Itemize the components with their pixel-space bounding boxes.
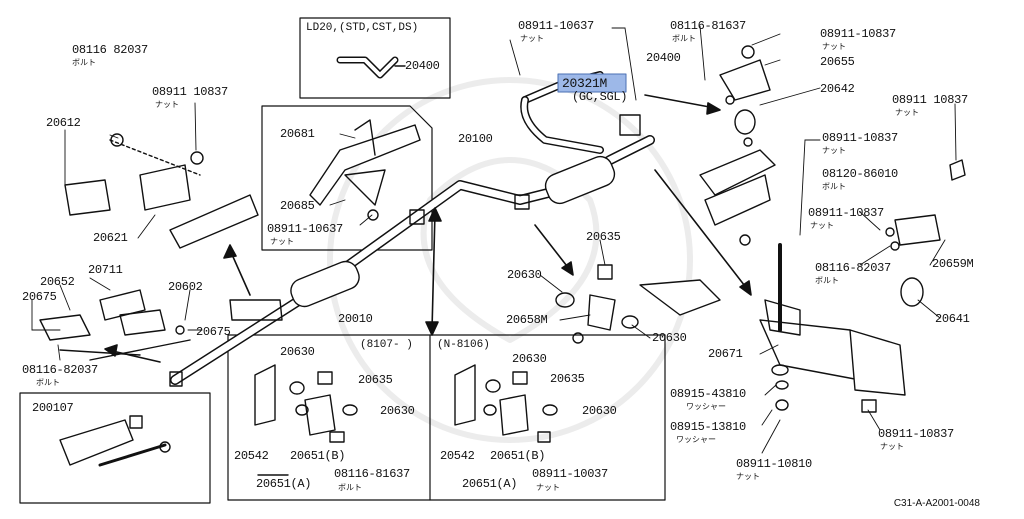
part-08911-10837-tl: 08911 10837 bbox=[152, 85, 228, 99]
sub-nut-r: ナット bbox=[822, 146, 846, 155]
inset-b-sub-nut: ナット bbox=[536, 483, 560, 492]
leader-lines bbox=[31, 25, 957, 454]
part-08116-82037-tl: 08116 82037 bbox=[72, 43, 148, 57]
part-20612: 20612 bbox=[46, 116, 81, 130]
part-08911-10837-br: 08911-10837 bbox=[878, 427, 954, 441]
part-20658m: 20658M bbox=[506, 313, 548, 327]
part-20621: 20621 bbox=[93, 231, 128, 245]
inset-b-parts bbox=[454, 364, 558, 443]
inset-a-sub-bolt: ボルト bbox=[338, 483, 362, 492]
part-20602: 20602 bbox=[168, 280, 203, 294]
part-20010: 20010 bbox=[338, 312, 373, 326]
sub-washer-2: ワッシャー bbox=[676, 435, 716, 444]
inset-a-20635: 20635 bbox=[358, 373, 393, 387]
part-08911-10837-tr: 08911-10837 bbox=[820, 27, 896, 41]
inset-b-20630-2: 20630 bbox=[582, 404, 617, 418]
part-08120-86010: 08120-86010 bbox=[822, 167, 898, 181]
inset-a-08116-81637: 08116-81637 bbox=[334, 467, 410, 481]
sub-bolt-tl: ボルト bbox=[72, 58, 96, 67]
part-20400-box: 20400 bbox=[405, 59, 440, 73]
inset-a-20651b: 20651(B) bbox=[290, 449, 346, 463]
main-pipe bbox=[169, 71, 655, 387]
sub-nut-tr: ナット bbox=[822, 42, 846, 51]
sub-washer-1: ワッシャー bbox=[686, 402, 726, 411]
part-20400: 20400 bbox=[646, 51, 681, 65]
part-20681: 20681 bbox=[280, 127, 315, 141]
sub-bolt-bl: ボルト bbox=[36, 378, 60, 387]
part-08911-10837-far: 08911 10837 bbox=[892, 93, 968, 107]
part-08116-82037-r: 08116-82037 bbox=[815, 261, 891, 275]
sub-bolt-t: ボルト bbox=[672, 34, 696, 43]
part-20711: 20711 bbox=[88, 263, 123, 277]
right-upper-hanger bbox=[699, 45, 966, 246]
inset-b-20542: 20542 bbox=[440, 449, 475, 463]
inset-a-20630-2: 20630 bbox=[380, 404, 415, 418]
part-20655: 20655 bbox=[820, 55, 855, 69]
part-08911-10837-r: 08911-10837 bbox=[822, 131, 898, 145]
center-hanger-detail bbox=[555, 264, 721, 344]
inset-a-parts bbox=[254, 364, 358, 476]
part-20671: 20671 bbox=[708, 347, 743, 361]
ld20-pipe bbox=[336, 56, 406, 79]
part-20642: 20642 bbox=[820, 82, 855, 96]
part-08911-10810: 08911-10810 bbox=[736, 457, 812, 471]
box-title-n8106: (N-8106) bbox=[437, 339, 490, 351]
part-20641: 20641 bbox=[935, 312, 970, 326]
part-gc-sgl: (GC,SGL) bbox=[572, 90, 628, 104]
arrows bbox=[104, 94, 752, 363]
inset-a-20630-1: 20630 bbox=[280, 345, 315, 359]
part-20652: 20652 bbox=[40, 275, 75, 289]
part-20675-l: 20675 bbox=[22, 290, 57, 304]
sub-nut-t: ナット bbox=[520, 34, 544, 43]
part-08116-81637-t: 08116-81637 bbox=[670, 19, 746, 33]
sub-nut-b: ナット bbox=[736, 472, 760, 481]
box-title-ld20: LD20,(STD,CST,DS) bbox=[306, 22, 419, 34]
box-title-200107: 200107 bbox=[32, 401, 74, 415]
inset-b-20635: 20635 bbox=[550, 372, 585, 386]
front-pipe-parts bbox=[39, 289, 283, 361]
diagram-code: C31-A-A2001-0048 bbox=[893, 498, 980, 509]
part-08911-10637-t: 08911-10637 bbox=[518, 19, 594, 33]
inset-a-20651a: 20651(A) bbox=[256, 477, 312, 491]
clamp-inset bbox=[309, 119, 421, 221]
part-20659m: 20659M bbox=[932, 257, 974, 271]
part-20685: 20685 bbox=[280, 199, 315, 213]
inset-b-08911-10037: 08911-10037 bbox=[532, 467, 608, 481]
part-20630-c: 20630 bbox=[507, 268, 542, 282]
highlight-20321m bbox=[557, 73, 627, 93]
part-20675-c: 20675 bbox=[196, 325, 231, 339]
part-08911-10637-l: 08911-10637 bbox=[267, 222, 343, 236]
inset-b-20630-1: 20630 bbox=[512, 352, 547, 366]
inset-boxes bbox=[19, 17, 666, 504]
rear-muffler bbox=[759, 214, 941, 413]
sub-bolt-r: ボルト bbox=[822, 182, 846, 191]
part-20635-c: 20635 bbox=[586, 230, 621, 244]
sub-nut-l: ナット bbox=[270, 237, 294, 246]
part-20630-c2: 20630 bbox=[652, 331, 687, 345]
part-20100: 20100 bbox=[458, 132, 493, 146]
part-08911-10837-r2: 08911-10837 bbox=[808, 206, 884, 220]
left-hanger bbox=[64, 133, 259, 249]
watermark bbox=[327, 77, 693, 443]
sub-nut-br: ナット bbox=[880, 442, 904, 451]
box-title-8107: (8107- ) bbox=[360, 339, 413, 351]
sub-nut-far: ナット bbox=[895, 108, 919, 117]
inset-b-20651a: 20651(A) bbox=[462, 477, 518, 491]
part-08116-82037-bl: 08116-82037 bbox=[22, 363, 98, 377]
inset-a-20542: 20542 bbox=[234, 449, 269, 463]
sealant-tube bbox=[59, 415, 171, 467]
sub-nut-tl: ナット bbox=[155, 100, 179, 109]
part-08915-13810: 08915-13810 bbox=[670, 420, 746, 434]
inset-b-20651b: 20651(B) bbox=[490, 449, 546, 463]
part-08915-43810: 08915-43810 bbox=[670, 387, 746, 401]
sub-nut-r2: ナット bbox=[810, 221, 834, 230]
part-20321m: 20321M bbox=[562, 76, 608, 91]
sub-bolt-r3: ボルト bbox=[815, 276, 839, 285]
